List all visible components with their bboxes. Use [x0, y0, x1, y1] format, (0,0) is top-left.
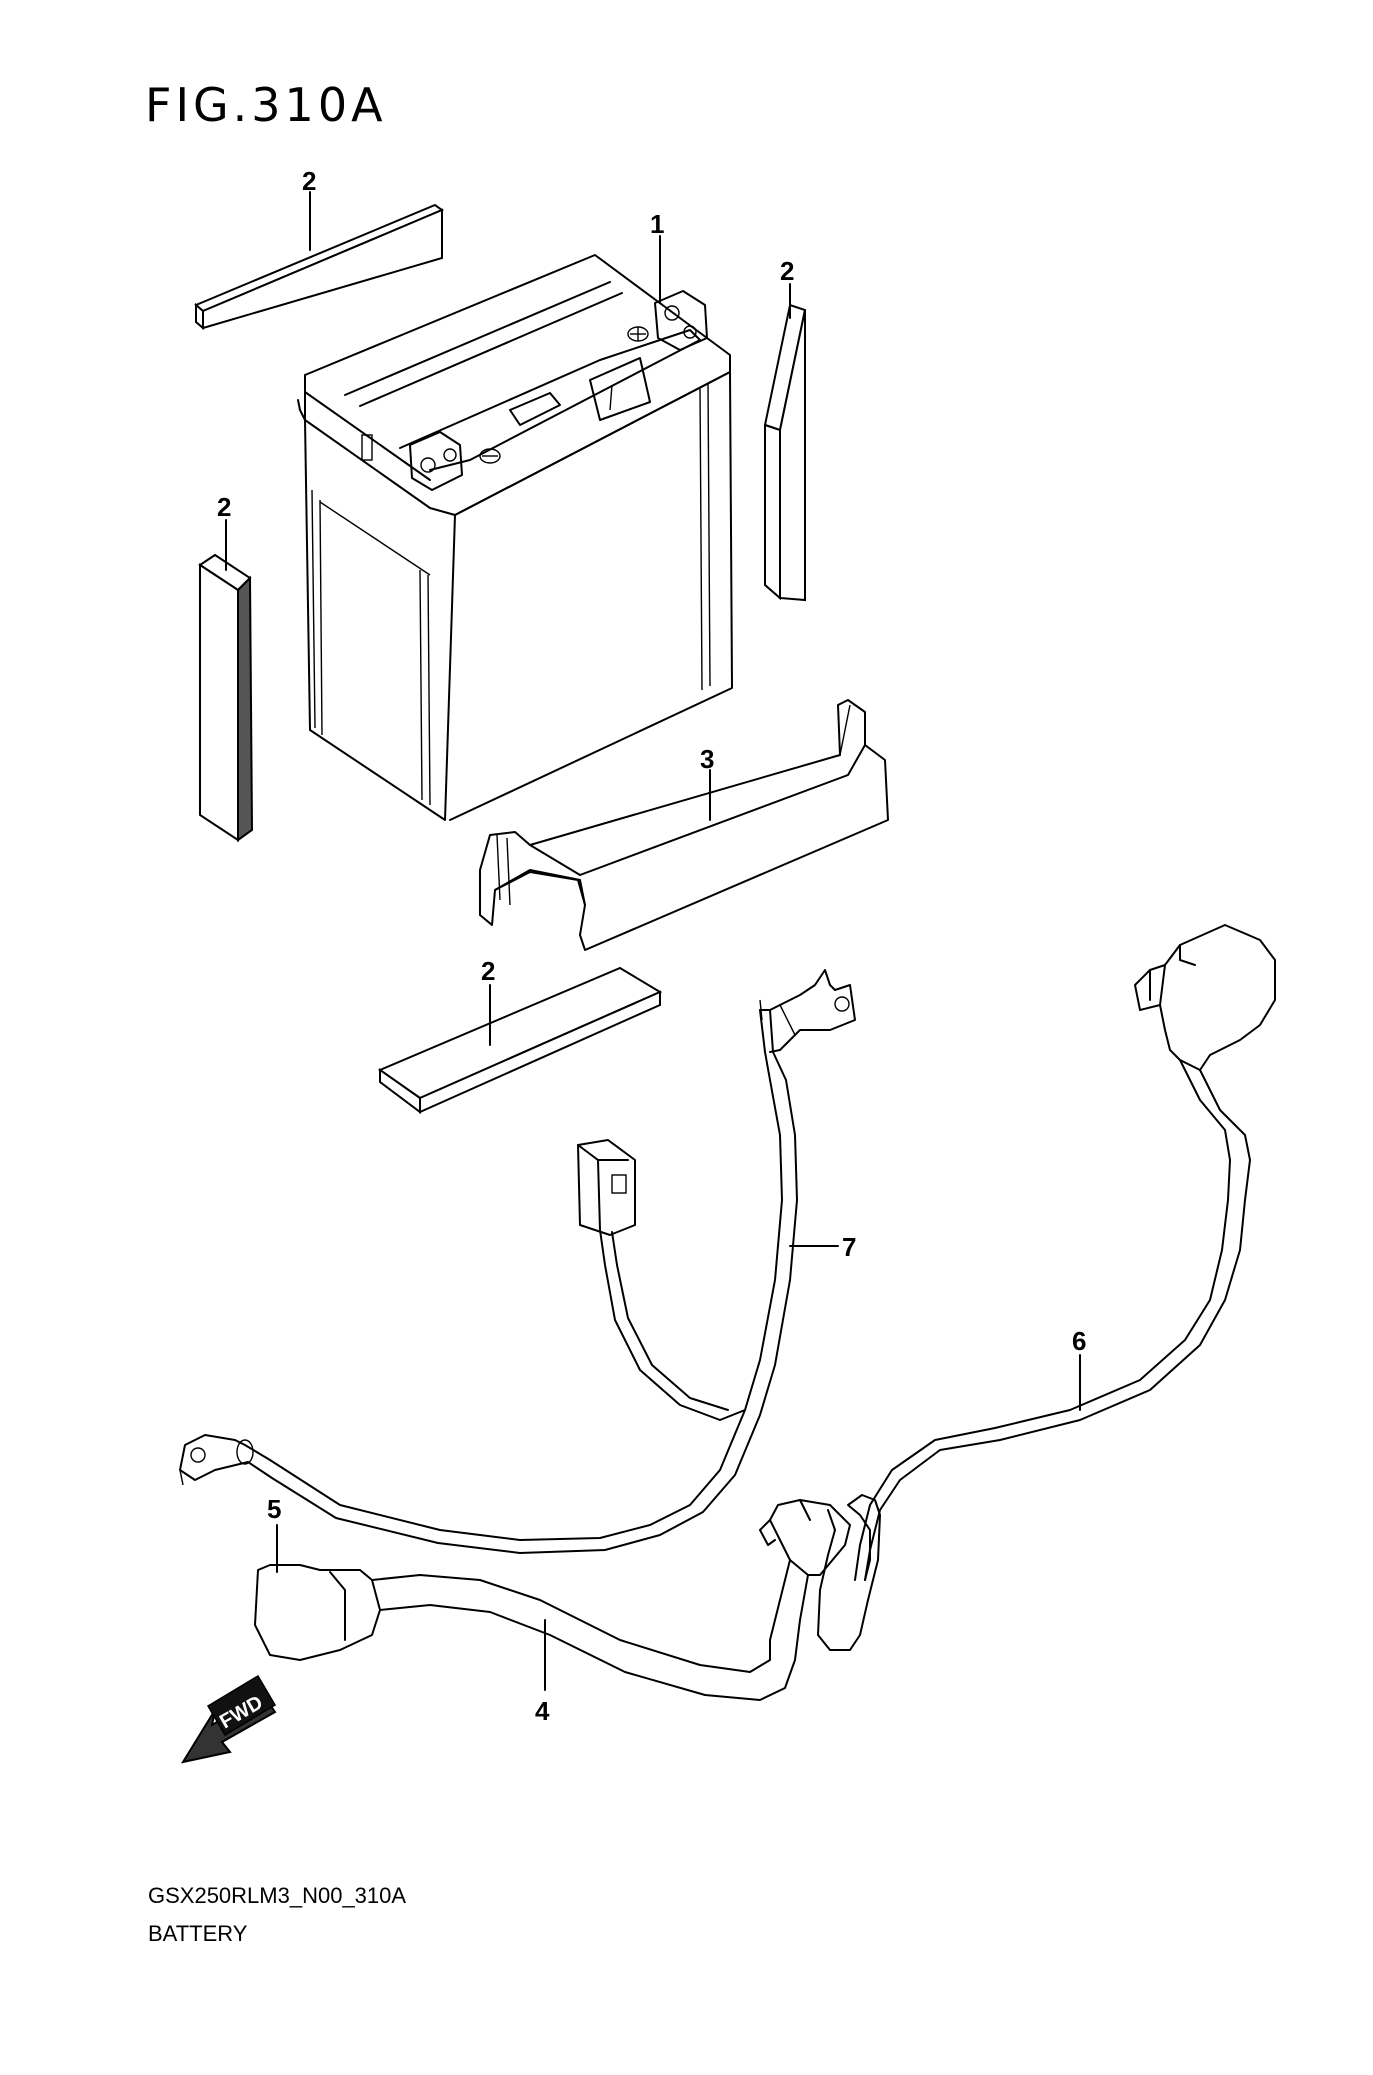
callout-pad-left: 2 [217, 492, 231, 522]
lead-minus[interactable] [254, 1499, 851, 1701]
callout-pad-bottom: 2 [481, 956, 495, 986]
figure-code: GSX250RLM3_N00_310A [148, 1883, 407, 1908]
callout-lead-plus: 6 [1072, 1326, 1086, 1356]
pad-right[interactable] [763, 283, 807, 602]
callout-wire-7: 7 [842, 1232, 856, 1262]
pad-top-left[interactable] [194, 191, 445, 331]
figure-name: BATTERY [148, 1921, 248, 1946]
pad-bottom[interactable] [377, 966, 663, 1114]
wire-7[interactable] [179, 969, 856, 1554]
callout-holder: 3 [700, 744, 714, 774]
callout-pad-right: 2 [780, 256, 794, 286]
callout-pad-top-left: 2 [302, 166, 316, 196]
callout-battery: 1 [650, 209, 664, 239]
lead-plus[interactable] [817, 924, 1276, 1651]
pad-left[interactable] [198, 519, 254, 842]
callout-cap-5: 5 [267, 1494, 281, 1524]
fwd-arrow-icon: FWD [180, 1674, 277, 1764]
callout-lead-minus: 4 [535, 1696, 550, 1726]
battery[interactable] [297, 235, 733, 821]
figure-title: FIG.310A [145, 78, 387, 132]
battery-holder[interactable] [479, 699, 889, 951]
